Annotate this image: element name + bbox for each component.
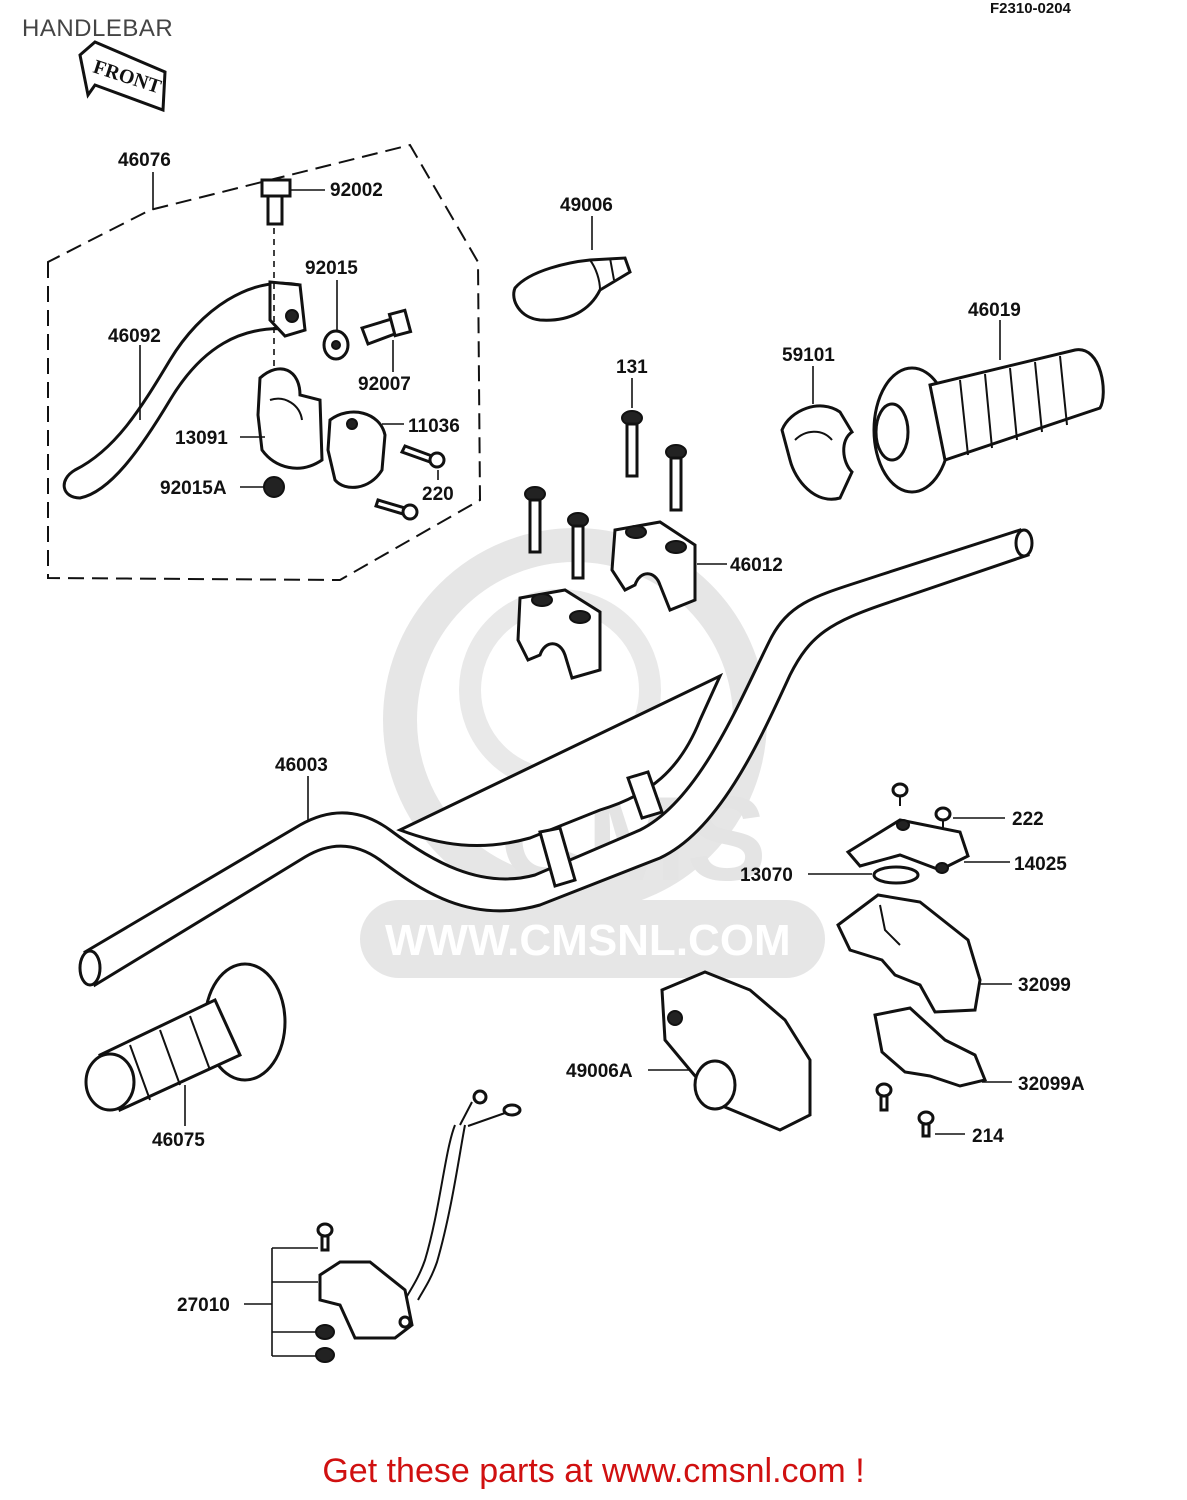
washer-13070	[872, 865, 920, 885]
label-92007: 92007	[358, 374, 411, 395]
label-13070: 13070	[740, 865, 793, 886]
page-title: HANDLEBAR	[22, 15, 174, 42]
screws-220	[374, 444, 446, 521]
throttle-case-49006A	[660, 970, 812, 1132]
label-13091: 13091	[175, 428, 228, 449]
label-131: 131	[616, 357, 648, 378]
label-46092: 46092	[108, 326, 161, 347]
handlebar-holders-46012	[516, 520, 697, 680]
screws-222	[891, 782, 952, 828]
front-direction-marker: FRONT	[78, 40, 167, 113]
label-49006: 49006	[560, 195, 613, 216]
label-92015A: 92015A	[160, 478, 227, 499]
label-92015: 92015	[305, 258, 358, 279]
label-46075: 46075	[152, 1130, 205, 1151]
leader-lines	[139, 172, 1012, 1357]
throttle-grip-46019	[872, 348, 1105, 494]
label-46003: 46003	[275, 755, 328, 776]
throttle-housing-lower-32099A	[873, 1006, 988, 1088]
cap-92015A	[263, 476, 285, 498]
lever-holder-13091	[256, 367, 324, 470]
left-grip-46075	[84, 962, 287, 1113]
label-214: 214	[972, 1126, 1004, 1147]
washer-92015	[322, 329, 350, 361]
label-32099: 32099	[1018, 975, 1071, 996]
label-220: 220	[422, 484, 454, 505]
label-222: 222	[1012, 809, 1044, 830]
label-92002: 92002	[330, 180, 383, 201]
label-11036: 11036	[408, 416, 460, 437]
clamp-11036	[326, 410, 387, 489]
label-46076: 46076	[118, 150, 171, 171]
adjuster-92007	[360, 308, 413, 346]
clutch-lever-46092	[62, 280, 307, 500]
bolts-131	[524, 410, 687, 580]
throttle-housing-top-14025	[845, 818, 970, 874]
throttle-cover-49006	[512, 256, 632, 322]
throttle-housing-32099	[836, 893, 982, 1014]
label-14025: 14025	[1014, 854, 1067, 875]
footer-promo: Get these parts at www.cmsnl.com !	[322, 1452, 865, 1490]
label-27010: 27010	[177, 1295, 230, 1316]
watermark-url: WWW.CMSNL.COM	[385, 916, 791, 965]
label-46012: 46012	[730, 555, 783, 576]
label-32099A: 32099A	[1018, 1074, 1085, 1095]
throttle-pulley-59101	[780, 404, 855, 501]
switch-27010	[315, 1089, 522, 1363]
label-59101: 59101	[782, 345, 835, 366]
label-49006A: 49006A	[566, 1061, 633, 1082]
screws-214	[875, 1082, 935, 1138]
bolt-92002	[260, 178, 292, 372]
handlebar-46003	[78, 528, 1034, 988]
diagram-reference-code: F2310-0204	[990, 0, 1071, 17]
part-labels: 46076 92002 92015 46092 92007 11036 1309…	[108, 150, 1085, 1316]
label-46019: 46019	[968, 300, 1021, 321]
lever-assembly-outline	[47, 143, 482, 582]
